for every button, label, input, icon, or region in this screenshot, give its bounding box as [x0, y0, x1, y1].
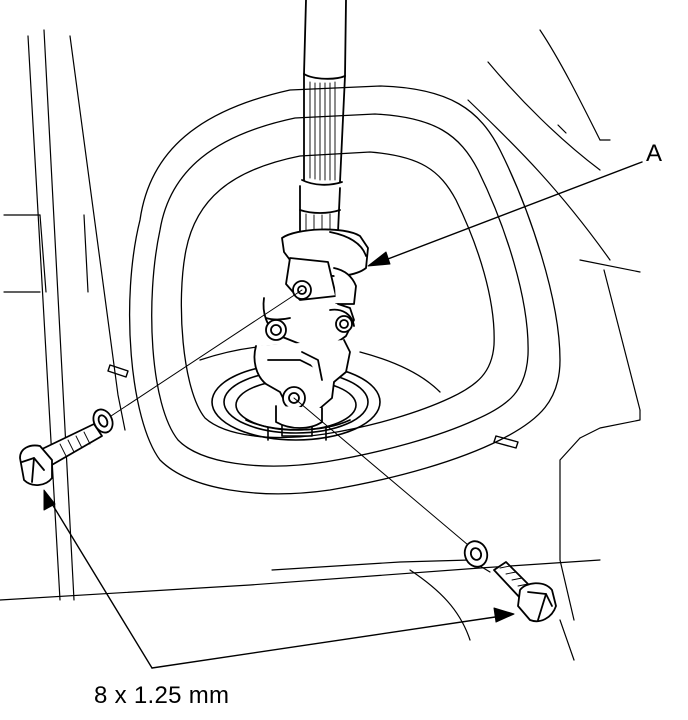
floor-panel: [0, 29, 641, 661]
bolt-right: [493, 561, 557, 623]
washer-right: [463, 540, 489, 568]
bolt-left: [19, 423, 103, 486]
leader-a-arrowhead: [367, 251, 391, 267]
universal-joint: [253, 228, 369, 429]
bolt-size-label: 8 x 1.25 mm: [94, 682, 230, 709]
size-arrowhead-right: [493, 607, 515, 623]
bolt-axis-lines: [107, 289, 475, 551]
size-leader: [45, 493, 503, 669]
washer-left: [92, 408, 114, 434]
part-label-a: A: [646, 140, 663, 167]
floor-recess: [128, 85, 561, 495]
size-arrowhead-left: [43, 489, 56, 511]
leader-a: [379, 161, 643, 263]
steering-shaft: [299, 0, 347, 235]
